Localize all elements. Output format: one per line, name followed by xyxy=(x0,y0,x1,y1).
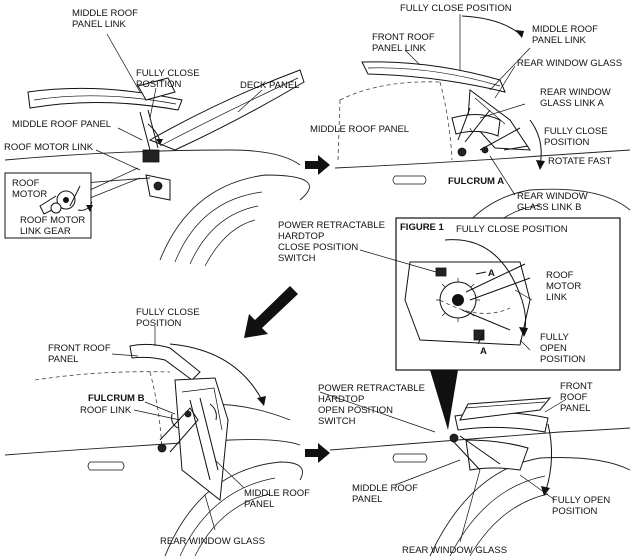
p1-roof-motor-2: MOTOR xyxy=(12,189,47,200)
fig1-roof-motor-link-1: ROOF xyxy=(546,270,574,281)
p2-rear-window-glass: REAR WINDOW GLASS xyxy=(517,58,622,69)
p3-roof-link: ROOF LINK xyxy=(80,405,132,416)
p4-middle-roof-panel-2: PANEL xyxy=(352,494,382,505)
p1-fully-close-1: FULLY CLOSE xyxy=(136,68,200,79)
fig1-a-top: A xyxy=(488,268,495,279)
p1-deck-panel: DECK PANEL xyxy=(240,80,299,91)
close-switch-1: POWER RETRACTABLE xyxy=(278,220,385,231)
p3-middle-roof-panel-2: PANEL xyxy=(244,499,274,510)
p2-rear-window-glass-link-b-2: GLASS LINK B xyxy=(517,202,581,213)
p4-front-roof-panel-2: ROOF xyxy=(560,392,588,403)
open-switch-2: HARDTOP xyxy=(318,394,364,405)
p1-middle-roof-panel-link-2: PANEL LINK xyxy=(72,19,127,30)
p3-front-roof-panel-1: FRONT ROOF xyxy=(48,343,111,354)
arrow-right-1 xyxy=(305,155,330,175)
fig1-fully-open-1: FULLY xyxy=(540,332,570,343)
p4-rear-window-glass: REAR WINDOW GLASS xyxy=(402,545,507,556)
arrow-down-left xyxy=(244,286,298,338)
fig1-fully-close-position: FULLY CLOSE POSITION xyxy=(456,224,568,235)
arrow-right-2 xyxy=(305,443,330,463)
p2-middle-roof-panel: MIDDLE ROOF PANEL xyxy=(310,124,409,135)
p2-rear-window-glass-link-a-2: GLASS LINK A xyxy=(540,98,605,109)
fig1-roof-motor-link-2: MOTOR xyxy=(546,281,581,292)
p3-middle-roof-panel-1: MIDDLE ROOF xyxy=(244,488,310,499)
fig1-fully-open-2: OPEN xyxy=(540,343,567,354)
close-switch-3: CLOSE POSITION xyxy=(278,242,358,253)
figure-1-inset xyxy=(395,217,621,371)
p2-middle-roof-panel-link-1: MIDDLE ROOF xyxy=(532,24,598,35)
p1-fully-close-2: POSITION xyxy=(136,79,182,90)
p4-fully-open-1: FULLY OPEN xyxy=(552,495,610,506)
roof-motor-inset xyxy=(4,172,93,239)
p1-roof-motor-link: ROOF MOTOR LINK xyxy=(4,142,94,153)
p2-rear-window-glass-link-b-1: REAR WINDOW xyxy=(517,191,588,202)
panel-2-drawing xyxy=(334,14,631,266)
p2-fulcrum-a: FULCRUM A xyxy=(448,176,504,187)
figure-1-callout xyxy=(430,370,458,430)
panel-4-drawing xyxy=(329,397,631,557)
fig1-title: FIGURE 1 xyxy=(400,222,445,233)
p2-fully-close-position: FULLY CLOSE POSITION xyxy=(400,3,512,14)
p1-roof-motor-link-gear-1: ROOF MOTOR xyxy=(20,215,85,226)
open-switch-3: OPEN POSITION xyxy=(318,405,393,416)
p3-front-roof-panel-2: PANEL xyxy=(48,354,78,365)
close-switch-2: HARDTOP xyxy=(278,231,324,242)
panel-1-drawing xyxy=(4,33,310,267)
fig1-a-bottom: A xyxy=(480,346,487,357)
p3-rear-window-glass: REAR WINDOW GLASS xyxy=(160,536,265,547)
fig1-roof-motor-link-3: LINK xyxy=(546,292,568,303)
p3-fully-close-1: FULLY CLOSE xyxy=(136,307,200,318)
fig1-fully-open-3: POSITION xyxy=(540,354,586,365)
close-switch-4: SWITCH xyxy=(278,253,316,264)
p2-rotate-fast: ROTATE FAST xyxy=(548,156,612,167)
p4-front-roof-panel-3: PANEL xyxy=(560,403,590,414)
p2-fully-close-2-2: POSITION xyxy=(544,137,590,148)
p2-front-roof-panel-link-2: PANEL LINK xyxy=(372,43,427,54)
open-switch-4: SWITCH xyxy=(318,416,356,427)
p4-fully-open-2: POSITION xyxy=(552,506,598,517)
p1-roof-motor-1: ROOF xyxy=(12,178,40,189)
p2-fully-close-2-1: FULLY CLOSE xyxy=(544,126,608,137)
p1-roof-motor-link-gear-2: LINK GEAR xyxy=(20,226,71,237)
p2-middle-roof-panel-link-2: PANEL LINK xyxy=(532,35,587,46)
p1-middle-roof-panel-link-1: MIDDLE ROOF xyxy=(72,8,138,19)
p3-fulcrum-b: FULCRUM B xyxy=(88,393,145,404)
p4-middle-roof-panel-1: MIDDLE ROOF xyxy=(352,483,418,494)
p3-fully-close-2: POSITION xyxy=(136,318,182,329)
p2-rear-window-glass-link-a-1: REAR WINDOW xyxy=(540,87,611,98)
p4-front-roof-panel-1: FRONT xyxy=(560,381,593,392)
open-switch-1: POWER RETRACTABLE xyxy=(318,383,425,394)
p1-middle-roof-panel: MIDDLE ROOF PANEL xyxy=(12,119,111,130)
p2-front-roof-panel-link-1: FRONT ROOF xyxy=(372,32,435,43)
panel-3-drawing xyxy=(4,326,303,557)
